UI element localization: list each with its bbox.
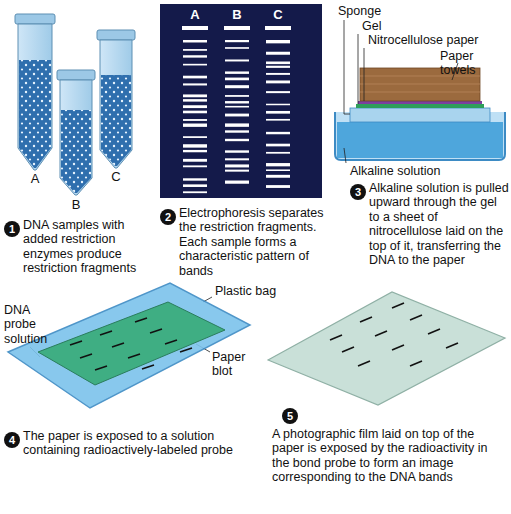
gel-band (183, 76, 207, 79)
gel-band (266, 40, 290, 43)
gel-band (225, 78, 249, 81)
part-label: Alkaline solution (350, 164, 470, 178)
gel-band (266, 119, 290, 121)
callout-number: 4 (4, 432, 20, 448)
tube-letter: A (25, 172, 45, 187)
gel-band (183, 165, 207, 167)
lane-letter: A (185, 8, 205, 23)
gel-band (183, 111, 207, 114)
gel-band (225, 85, 249, 88)
gel-band (225, 40, 249, 42)
blot-tray (335, 68, 505, 160)
part-label: DNA probe solution (4, 303, 59, 346)
gel-band (225, 150, 249, 152)
gel-band (183, 99, 207, 101)
gel-band (266, 104, 290, 106)
callout-number: 5 (282, 408, 298, 424)
gel-band (225, 181, 249, 184)
part-label: Paper blot (212, 350, 257, 379)
tube-c (97, 30, 135, 168)
gel-band (266, 80, 290, 83)
photographic-film (268, 292, 505, 405)
gel-band (266, 52, 290, 55)
gel-band (183, 49, 207, 51)
tube-b (57, 70, 95, 195)
part-label: Paper towels (440, 49, 510, 78)
gel-band (183, 191, 207, 193)
gel-band (183, 119, 207, 121)
gel-band (265, 26, 291, 30)
callout-number: 2 (160, 209, 176, 225)
gel-band (225, 170, 249, 172)
gel-band (183, 124, 207, 127)
gel-band (266, 163, 290, 166)
gel-band (225, 164, 249, 167)
gel-band (225, 139, 249, 141)
gel-band (225, 158, 249, 160)
gel-band (183, 144, 207, 147)
gel-band (183, 94, 207, 97)
gel-band (266, 66, 290, 68)
gel-band (266, 73, 290, 75)
step-caption: Electrophoresis separates the restrictio… (179, 206, 331, 278)
gel-band (225, 114, 249, 117)
gel-panel (160, 4, 322, 198)
callout-number: 1 (4, 221, 20, 237)
gel-band (183, 40, 207, 42)
gel-band (225, 101, 249, 103)
gel-band (183, 159, 207, 162)
gel-band (266, 152, 290, 154)
gel-band (225, 123, 249, 126)
gel-band (183, 83, 207, 85)
gel-band (183, 184, 207, 187)
gel-band (183, 105, 207, 108)
lane-letter: B (227, 8, 247, 23)
gel-band (183, 64, 207, 66)
step-caption: The paper is exposed to a solution conta… (23, 429, 258, 458)
gel-band (225, 59, 249, 61)
gel-band (266, 91, 290, 93)
gel-band (183, 178, 207, 180)
gel-band (183, 136, 207, 138)
gel-band (266, 185, 290, 188)
tube-letter: B (66, 198, 86, 213)
gel-band (266, 132, 290, 134)
gel-band (225, 47, 249, 49)
gel-bands (182, 26, 291, 193)
gel-band (183, 150, 207, 152)
step-caption: DNA samples with added restriction enzym… (23, 218, 157, 276)
part-label: Nitrocellulose paper (368, 33, 498, 47)
part-label: Plastic bag (215, 284, 295, 298)
gel-band (182, 26, 208, 30)
gel-band (225, 95, 249, 97)
part-label: Sponge (338, 4, 398, 18)
gel-band (266, 144, 290, 147)
gel-band (266, 169, 290, 171)
gel-band (225, 106, 249, 108)
part-label: Gel (362, 19, 402, 33)
tube-a (15, 14, 55, 170)
gel-band (266, 111, 290, 114)
gel-band (224, 26, 250, 30)
gel-band (266, 62, 290, 65)
callout-number: 3 (350, 184, 366, 200)
step-caption: Alkaline solution is pulled upward throu… (369, 181, 509, 267)
gel-band (266, 175, 290, 178)
gel-band (225, 71, 249, 73)
lane-letter: C (268, 8, 288, 23)
step-caption: A photographic film laid on top of the p… (272, 427, 508, 485)
tube-letter: C (106, 170, 126, 185)
gel-band (183, 55, 207, 57)
gel-band (225, 130, 249, 132)
